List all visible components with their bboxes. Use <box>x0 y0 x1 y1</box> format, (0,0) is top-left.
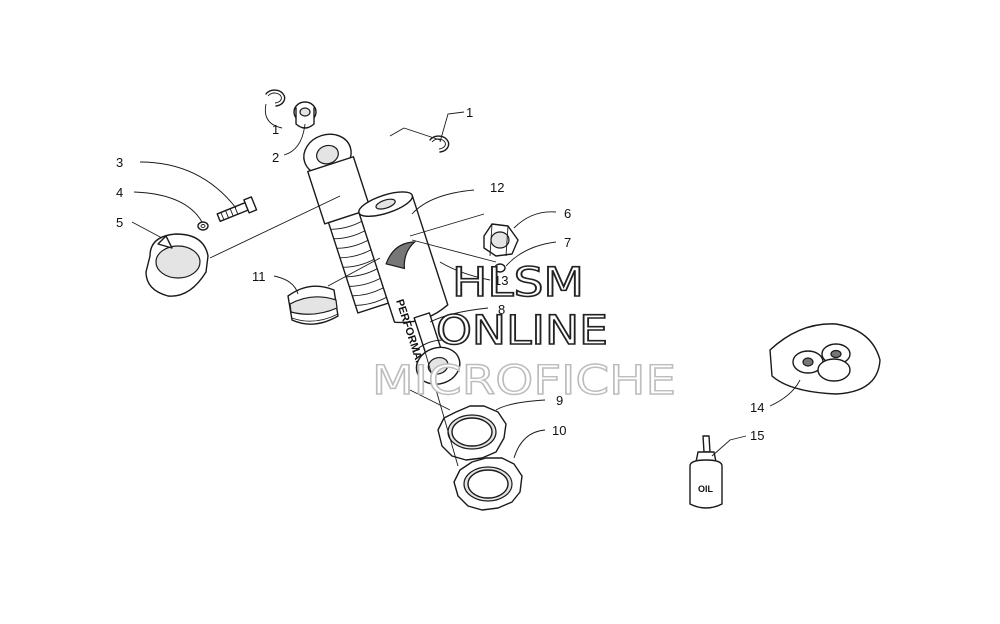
callout-3: 3 <box>116 155 123 170</box>
callout-5: 5 <box>116 215 123 230</box>
seal-kit <box>769 323 881 395</box>
bushing <box>293 101 317 129</box>
callout-12: 12 <box>490 180 504 195</box>
oil-bottle-label: OIL <box>698 484 714 494</box>
leader-lines <box>131 103 801 467</box>
bolt <box>216 196 258 223</box>
bearing-sleeve <box>287 285 339 325</box>
circlip-right <box>429 135 450 153</box>
callout-15: 15 <box>750 428 764 443</box>
callout-8: 8 <box>498 302 505 317</box>
callout-1-right: 1 <box>466 105 473 120</box>
callout-6: 6 <box>564 206 571 221</box>
callout-4: 4 <box>116 185 123 200</box>
callout-1-left: 1 <box>272 122 279 137</box>
spanner-ring-lower <box>453 457 523 511</box>
watermark-line-2: ONLINE <box>436 308 608 354</box>
watermark-line-1: HLSM <box>452 260 584 306</box>
callout-7: 7 <box>564 235 571 250</box>
callout-numbers: 1 1 2 3 4 5 6 7 8 9 10 11 12 13 14 15 <box>116 105 764 443</box>
washer <box>197 221 209 231</box>
watermark: HLSM ONLINE MICROFICHE <box>371 259 676 405</box>
callout-14: 14 <box>750 400 764 415</box>
callout-9: 9 <box>556 393 563 408</box>
circlip-upper-left <box>265 89 286 107</box>
callout-11: 11 <box>252 269 266 284</box>
callout-10: 10 <box>552 423 566 438</box>
valve-cap <box>494 263 506 273</box>
spanner-ring-upper <box>437 405 507 461</box>
callout-13: 13 <box>494 273 508 288</box>
oil-bottle: OIL <box>689 435 723 509</box>
adjuster-nut <box>483 223 519 257</box>
callout-2: 2 <box>272 150 279 165</box>
spring-clamp <box>145 233 209 297</box>
watermark-line-3: MICROFICHE <box>372 358 676 404</box>
